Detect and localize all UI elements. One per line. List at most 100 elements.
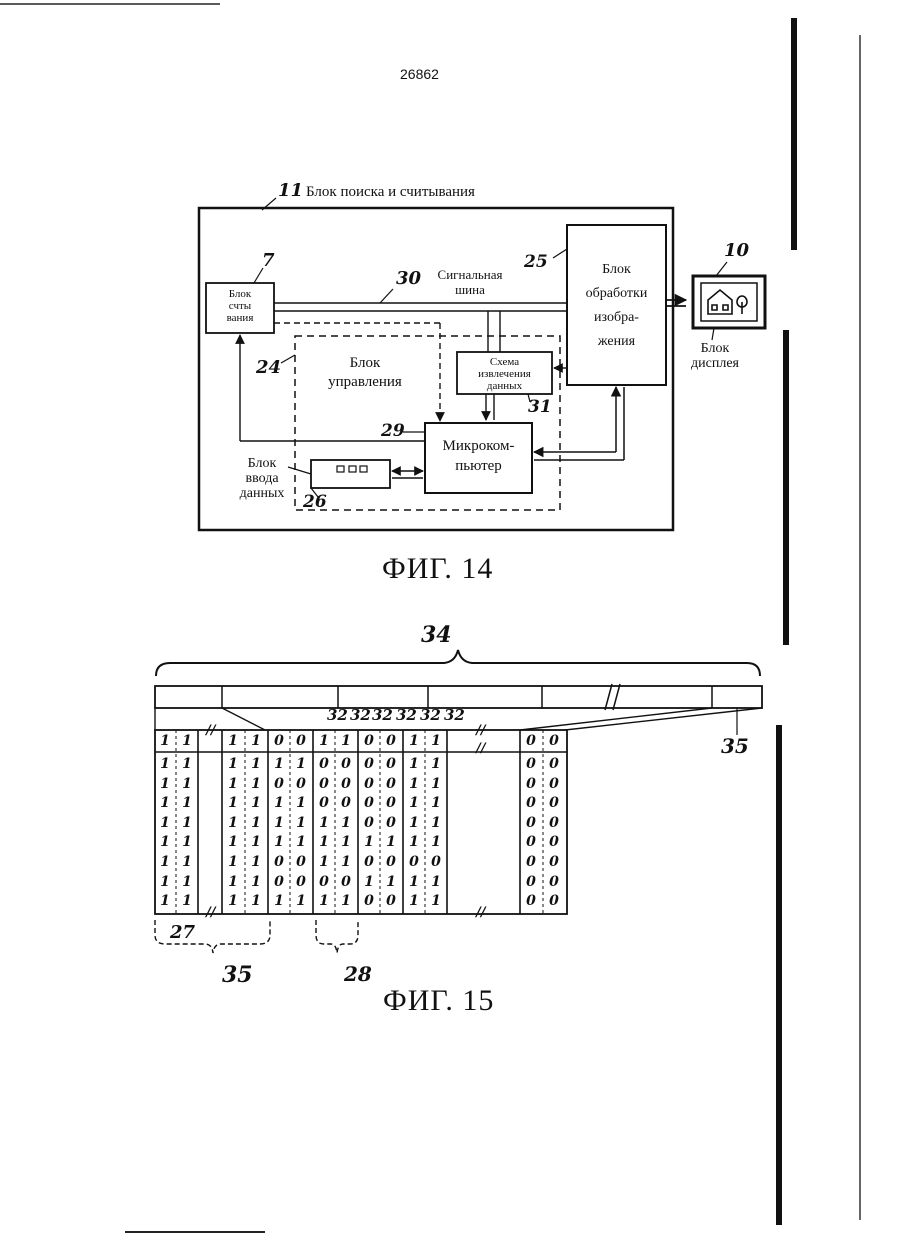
expansion-line [222, 708, 265, 730]
ref-27: 27 [170, 922, 195, 943]
bit-cell: 0 [339, 755, 353, 773]
bit-cell: 1 [429, 814, 443, 832]
bit-cell: 1 [180, 755, 194, 773]
bit-header-cell: 0 [547, 732, 561, 750]
bit-cell: 0 [524, 755, 538, 773]
bit-cell: 1 [180, 892, 194, 910]
bit-cell: 1 [429, 833, 443, 851]
bit-cell: 0 [339, 873, 353, 891]
leader-30 [380, 289, 393, 303]
bit-cell: 0 [317, 755, 331, 773]
tree-picture [737, 296, 747, 314]
leader-10 [716, 262, 727, 276]
bit-header-cell: 0 [384, 732, 398, 750]
bit-cell: 1 [272, 755, 286, 773]
bit-cell: 0 [317, 794, 331, 812]
bit-cell: 1 [429, 755, 443, 773]
bit-cell: 1 [226, 794, 240, 812]
ref-7: 7 [262, 250, 275, 271]
bit-cell: 0 [362, 892, 376, 910]
bit-cell: 0 [547, 853, 561, 871]
leader-25 [553, 249, 567, 258]
bit-cell: 1 [249, 814, 263, 832]
bit-cell: 1 [272, 814, 286, 832]
read-block-line: Блок [206, 288, 274, 300]
bit-header-cell: 0 [272, 732, 286, 750]
break-mark-text: // [476, 905, 486, 920]
ref-32: 32 [372, 706, 393, 724]
bit-cell: 1 [429, 873, 443, 891]
break-mark [613, 684, 620, 710]
bit-cell: 1 [180, 775, 194, 793]
bit-cell: 1 [249, 873, 263, 891]
ref-35-right: 35 [721, 734, 749, 758]
bit-cell: 1 [158, 873, 172, 891]
ref-32: 32 [444, 706, 465, 724]
input-block-box [311, 460, 390, 488]
bit-cell: 1 [429, 775, 443, 793]
ref-24: 24 [256, 357, 281, 378]
ref-32: 32 [396, 706, 417, 724]
input-block-line: данных [232, 486, 292, 501]
bit-cell: 0 [294, 775, 308, 793]
bit-cell: 1 [158, 833, 172, 851]
bit-cell: 1 [362, 833, 376, 851]
bit-header-cell: 0 [362, 732, 376, 750]
bit-header-cell: 1 [249, 732, 263, 750]
ref-26: 26 [303, 492, 327, 512]
bit-cell: 1 [249, 794, 263, 812]
bit-cell: 1 [407, 794, 421, 812]
ref-32: 32 [327, 706, 348, 724]
bit-header-cell: 1 [180, 732, 194, 750]
bit-cell: 0 [547, 814, 561, 832]
break-mark-text: // [476, 741, 486, 756]
extract-circuit-line: Схема [457, 356, 552, 368]
bit-cell: 1 [226, 873, 240, 891]
break-mark-text: // [206, 723, 216, 738]
bit-header-cell: 1 [429, 732, 443, 750]
extract-circuit-line: извлечения [457, 368, 552, 380]
ref-34: 34 [421, 622, 452, 648]
bit-cell: 1 [180, 833, 194, 851]
bit-cell: 0 [524, 853, 538, 871]
bit-cell: 0 [524, 873, 538, 891]
break-mark-text: // [206, 905, 216, 920]
bit-cell: 1 [429, 892, 443, 910]
display-block-label: Блок дисплея [680, 341, 750, 371]
image-block-line: Блок [567, 258, 666, 282]
bit-cell: 1 [158, 853, 172, 871]
bit-cell: 1 [407, 775, 421, 793]
leader-display [712, 328, 714, 340]
scan-margin-bar [791, 18, 797, 250]
input-block-line: ввода [232, 471, 292, 486]
bit-cell: 0 [547, 873, 561, 891]
bit-cell: 1 [272, 833, 286, 851]
bit-cell: 1 [249, 892, 263, 910]
bit-cell: 1 [384, 833, 398, 851]
bit-cell: 1 [158, 892, 172, 910]
image-block-line: жения [567, 330, 666, 354]
control-block-line: управления [300, 373, 430, 392]
bit-cell: 1 [294, 794, 308, 812]
ref-30: 30 [396, 268, 421, 289]
microcomputer-line: пьютер [425, 456, 532, 476]
page-number: 26862 [400, 66, 439, 82]
bit-cell: 1 [407, 873, 421, 891]
bit-cell: 0 [547, 892, 561, 910]
input-key [337, 466, 344, 472]
bit-cell: 1 [272, 794, 286, 812]
bit-header-cell: 1 [339, 732, 353, 750]
extract-circuit-label: Схема извлечения данных [457, 356, 552, 392]
bit-cell: 1 [362, 873, 376, 891]
bit-cell: 0 [524, 833, 538, 851]
read-block-label: Блок счты вания [206, 288, 274, 324]
bit-cell: 1 [317, 814, 331, 832]
input-block-line: Блок [232, 456, 292, 471]
bit-cell: 1 [317, 853, 331, 871]
bit-cell: 0 [384, 892, 398, 910]
bit-cell: 0 [547, 755, 561, 773]
bit-cell: 0 [547, 833, 561, 851]
read-block-line: счты [206, 300, 274, 312]
bit-cell: 1 [180, 853, 194, 871]
bit-cell: 1 [294, 833, 308, 851]
